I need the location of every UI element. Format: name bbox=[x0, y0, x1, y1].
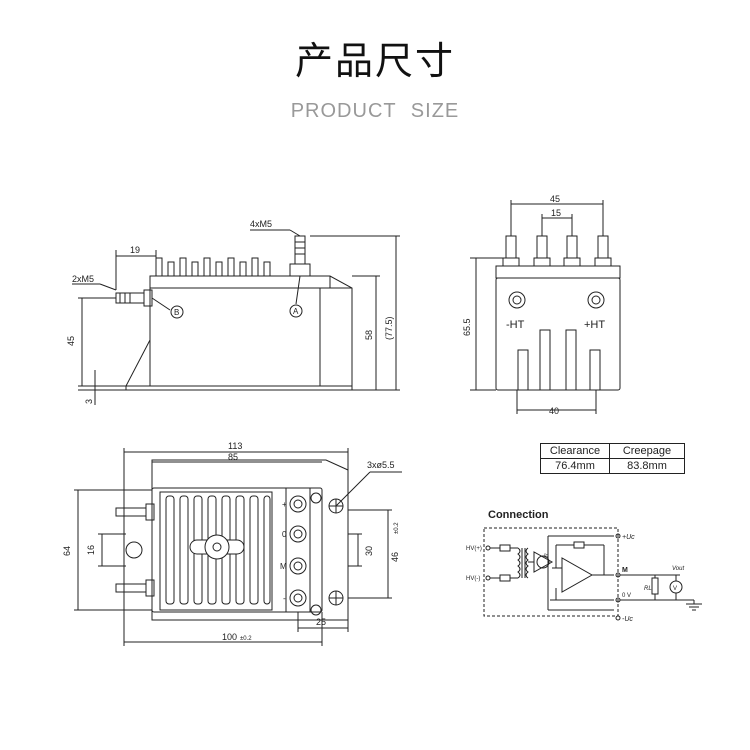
dim-3: 3 bbox=[84, 399, 94, 404]
v-meter-label: V bbox=[673, 586, 677, 592]
holes-label: 3xø5.5 bbox=[367, 460, 395, 470]
dim-77-5: (77.5) bbox=[384, 316, 394, 340]
dim-100: 100 bbox=[222, 632, 237, 642]
clearance-header: Clearance bbox=[540, 443, 610, 459]
end-view bbox=[470, 200, 621, 414]
dim-45-end: 45 bbox=[550, 194, 560, 204]
vc-neg-label: -Uc bbox=[622, 616, 633, 623]
base-plate bbox=[123, 459, 349, 621]
clearance-value: 76.4mm bbox=[540, 458, 610, 474]
hv-neg-label: HV(-) bbox=[466, 576, 480, 582]
neg-ht-label: -HT bbox=[506, 319, 525, 331]
heatsink-top bbox=[159, 491, 273, 611]
dim-58: 58 bbox=[364, 330, 374, 340]
label-b-circle bbox=[170, 305, 184, 319]
connection-diagram bbox=[483, 527, 702, 621]
terminal-a bbox=[289, 235, 311, 277]
label-b: B bbox=[174, 308, 179, 317]
hv-pos-label: HV(+) bbox=[466, 546, 482, 552]
dim-19: 19 bbox=[130, 245, 140, 255]
page-title: 产品尺寸 bbox=[294, 39, 455, 83]
dim-100-tol: ±0.2 bbox=[240, 636, 252, 642]
dim-113: 113 bbox=[228, 441, 242, 451]
dim-85: 85 bbox=[228, 452, 238, 462]
side-view bbox=[72, 229, 400, 405]
creepage-header: Creepage bbox=[609, 443, 685, 459]
dim-46: 46 bbox=[390, 552, 400, 562]
ip-label: Ip bbox=[544, 553, 548, 559]
dim-16: 16 bbox=[86, 545, 96, 555]
dim-40: 40 bbox=[549, 406, 559, 416]
vout-label: Vout bbox=[672, 566, 684, 572]
side-body bbox=[149, 275, 353, 387]
dim-15: 15 bbox=[551, 208, 561, 218]
dim-45-side: 45 bbox=[66, 336, 76, 346]
terminal-b bbox=[115, 289, 153, 307]
pos-ht-label: +HT bbox=[584, 319, 605, 331]
page-subtitle: PRODUCT SIZE bbox=[290, 100, 460, 122]
dim-65-5: 65.5 bbox=[462, 318, 472, 336]
label-a-circle bbox=[289, 304, 303, 318]
neg-ht-terminal bbox=[508, 291, 526, 309]
zero-v-label: 0 V bbox=[622, 593, 631, 599]
pin-label-minus: - bbox=[283, 594, 286, 603]
pin-label-zero: 0 bbox=[282, 530, 287, 539]
label-a: A bbox=[293, 307, 299, 316]
pin-label-plus: + bbox=[282, 500, 287, 509]
clearance-table: Clearance Creepage 76.4mm 83.8mm bbox=[540, 443, 685, 474]
pin-label-m: M bbox=[280, 562, 287, 571]
thread-a-label: 4xM5 bbox=[250, 219, 272, 229]
dim-25: 25 bbox=[316, 617, 326, 627]
top-view bbox=[74, 448, 402, 646]
rl-label: RL bbox=[644, 586, 652, 592]
end-studs bbox=[502, 235, 612, 267]
vc-pos-label: +Uc bbox=[622, 534, 635, 541]
top-terminals bbox=[285, 487, 311, 613]
creepage-value: 83.8mm bbox=[609, 458, 685, 474]
dim-46-tol: ±0.2 bbox=[394, 522, 400, 534]
connection-title: Connection bbox=[488, 509, 549, 521]
heatsink-fins bbox=[155, 257, 271, 277]
pos-ht-terminal bbox=[587, 291, 605, 309]
dim-64: 64 bbox=[62, 546, 72, 556]
thread-b-label: 2xM5 bbox=[72, 274, 94, 284]
m-label: M bbox=[622, 567, 628, 574]
dim-30: 30 bbox=[364, 546, 374, 556]
